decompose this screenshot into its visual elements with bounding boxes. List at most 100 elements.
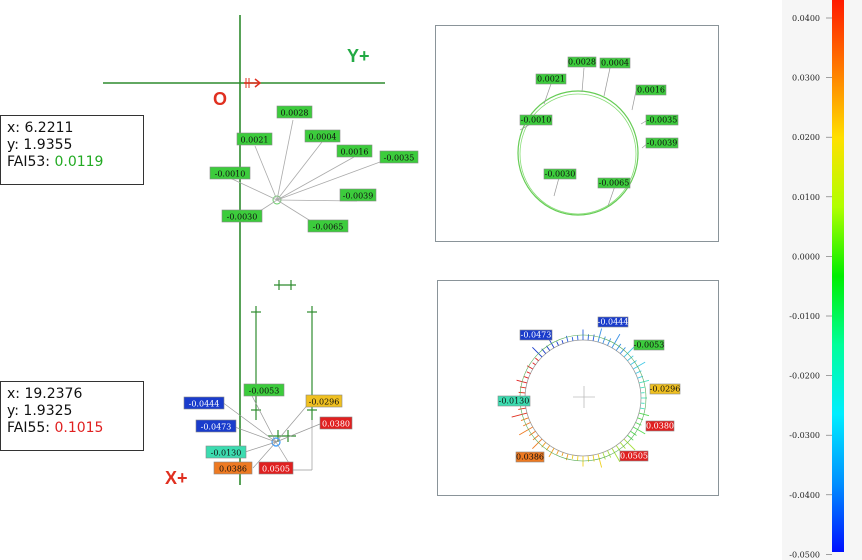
fai55-detail-panel: -0.0473 -0.0444 -0.0053 -0.0130 -0.0296 0.038… [437,280,719,496]
fai55-label-7: 0.0505 [258,461,294,475]
panel1-label-6-text: -0.0039 [647,139,678,148]
fai55-label-0-text: -0.0053 [249,387,280,396]
fai55-label-6-text: 0.0386 [219,465,247,474]
fai53-label-8-text: -0.0065 [313,223,344,232]
panel2-label-0: -0.0473 [519,329,553,341]
panel2-label-1-text: -0.0444 [598,318,629,327]
fai53-label-6-text: -0.0039 [343,192,374,201]
scale-tick-label: -0.0200 [789,372,820,381]
fai53-label-4-text: -0.0035 [384,154,415,163]
fai55-fai-value: 0.1015 [54,420,104,436]
fai53-y-value: y: 1.9355 [7,137,73,153]
panel1-label-0: 0.0028 [567,56,597,68]
scale-tick-label: 0.0300 [792,74,820,83]
fai55-label-3-text: -0.0473 [201,423,232,432]
main-value-labels: 0.0028 0.0021 0.0004 0.0016 -0.0035 -0.0010 -0… [183,105,419,475]
panel2-label-6-text: 0.0386 [516,453,544,462]
fai53-panel-labels: 0.0028 0.0004 0.0021 0.0016 -0.0010 -0.0035 -0… [519,56,679,189]
fai53-label-1-text: 0.0021 [241,136,269,145]
scale-tick-label: -0.0500 [789,550,820,559]
fai55-x-value: x: 19.2376 [7,386,83,402]
fai53-label-3: 0.0016 [336,144,373,158]
panel2-label-2: -0.0053 [634,339,665,351]
fai55-label-3: -0.0473 [195,419,237,433]
panel1-label-2-text: 0.0021 [537,75,565,84]
fai55-label-7-text: 0.0505 [262,465,290,474]
scale-tick-label: 0.0100 [792,193,820,202]
fai53-fai-row: FAI53: 0.0119 [7,154,137,171]
fai55-label-5: -0.0130 [205,445,247,459]
fai53-label-6: -0.0039 [339,188,377,202]
fai55-label-1: -0.0444 [183,396,225,410]
origin-label: O [213,89,228,109]
panel2-label-3: -0.0130 [497,395,531,407]
fai55-feature [221,280,321,471]
scale-tick-label: -0.0300 [789,431,820,440]
fai53-label-0: 0.0028 [276,105,313,119]
fai55-label-5-text: -0.0130 [211,449,242,458]
color-scale-bar [832,0,844,552]
panel1-label-2: 0.0021 [535,73,567,85]
fai53-label-8: -0.0065 [307,219,349,233]
fai55-label-6: 0.0386 [213,461,253,475]
fai53-label-7: -0.0030 [221,209,263,223]
panel1-label-4-text: -0.0010 [521,116,552,125]
panel1-label-8: -0.0065 [597,177,631,189]
fai55-y-value: y: 1.9325 [7,403,73,419]
fai55-label-4: 0.0380 [319,416,353,430]
fai53-label-7-text: -0.0030 [227,213,258,222]
scale-tick-label: 0.0000 [792,252,820,261]
panel2-label-4: -0.0296 [650,383,681,395]
fai55-label-2-text: -0.0296 [309,398,340,407]
fai55-fai-label: FAI55: [7,420,55,436]
scale-tick-label: 0.0400 [792,14,820,23]
fai53-label-1: 0.0021 [236,132,273,146]
fai53-label-5-text: -0.0010 [215,170,246,179]
fai53-label-0-text: 0.0028 [281,109,309,118]
panel2-label-4-text: -0.0296 [650,385,681,394]
panel1-label-4: -0.0010 [519,114,553,126]
fai53-feature [229,119,381,231]
fai53-fai-value: 0.0119 [54,154,104,170]
panel1-label-3: 0.0016 [635,84,667,96]
x-axis-label: X+ [165,468,188,488]
panel1-label-3-text: 0.0016 [637,86,665,95]
fai55-fai-row: FAI55: 0.1015 [7,420,137,437]
panel2-label-1: -0.0444 [598,316,629,328]
panel1-label-1-text: 0.0004 [601,59,629,68]
y-axis-label: Y+ [347,46,370,66]
panel1-label-6: -0.0039 [645,137,679,149]
panel2-label-3-text: -0.0130 [499,397,530,406]
panel2-label-5-text: 0.0380 [646,422,674,431]
scale-tick-label: 0.0200 [792,133,820,142]
fai53-label-2-text: 0.0004 [309,133,337,142]
panel1-label-7: -0.0030 [543,168,577,180]
fai53-x-value: x: 6.2211 [7,120,74,136]
panel1-label-8-text: -0.0065 [599,179,630,188]
scale-tick-label: -0.0400 [789,491,820,500]
panel2-label-7-text: 0.0505 [620,452,648,461]
panel2-label-7: 0.0505 [619,450,649,462]
fai55-label-1-text: -0.0444 [189,400,220,409]
fai55-panel-labels: -0.0473 -0.0444 -0.0053 -0.0130 -0.0296 0.038… [497,316,681,463]
scale-tick-label: -0.0100 [789,312,820,321]
panel2-label-0-text: -0.0473 [521,331,552,340]
panel1-label-5: -0.0035 [645,114,679,126]
panel1-label-5-text: -0.0035 [647,116,678,125]
fai53-detail-panel: 0.0028 0.0004 0.0021 0.0016 -0.0010 -0.0035 -0… [435,25,719,242]
fai53-fai-label: FAI53: [7,154,55,170]
panel1-label-7-text: -0.0030 [545,170,576,179]
panel2-label-2-text: -0.0053 [634,341,665,350]
fai53-label-5: -0.0010 [209,166,251,180]
fai53-label-3-text: 0.0016 [341,148,369,157]
fai55-label-0: -0.0053 [243,383,285,397]
fai55-info-box: x: 19.2376 y: 1.9325 FAI55: 0.1015 [0,381,144,451]
fai53-info-box: x: 6.2211 y: 1.9355 FAI53: 0.0119 [0,115,144,185]
fai53-label-2: 0.0004 [304,129,341,143]
fai53-label-4: -0.0035 [379,150,419,164]
origin-marker [244,78,262,88]
fai55-label-2: -0.0296 [305,394,343,408]
panel1-label-1: 0.0004 [599,57,631,69]
